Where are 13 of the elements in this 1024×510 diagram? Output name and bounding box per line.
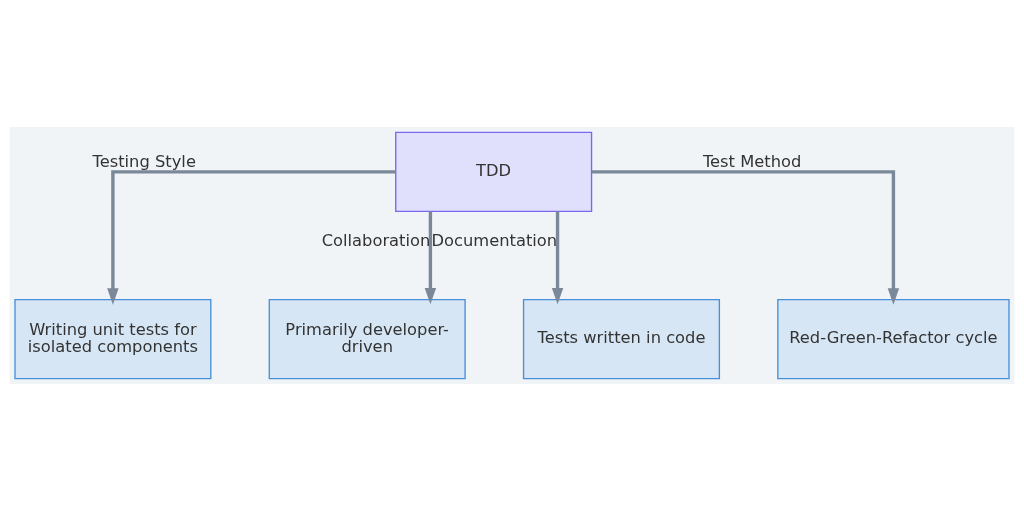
edge-label: Collaboration xyxy=(321,230,431,250)
arrow xyxy=(551,211,564,304)
node-box: Red-Green-Refactor cycle xyxy=(777,298,1010,379)
arrow xyxy=(107,169,396,305)
node-box: TDD xyxy=(395,131,593,212)
node-box: Writing unit tests for isolated components xyxy=(14,298,212,379)
edge-label: Documentation xyxy=(431,230,558,250)
node-box: Tests written in code xyxy=(522,298,721,379)
arrow xyxy=(591,169,900,305)
edge-label: Test Method xyxy=(702,151,802,171)
edge-label: Testing Style xyxy=(92,151,196,171)
node-box: Primarily developer-driven xyxy=(268,298,466,379)
arrow xyxy=(424,211,437,304)
